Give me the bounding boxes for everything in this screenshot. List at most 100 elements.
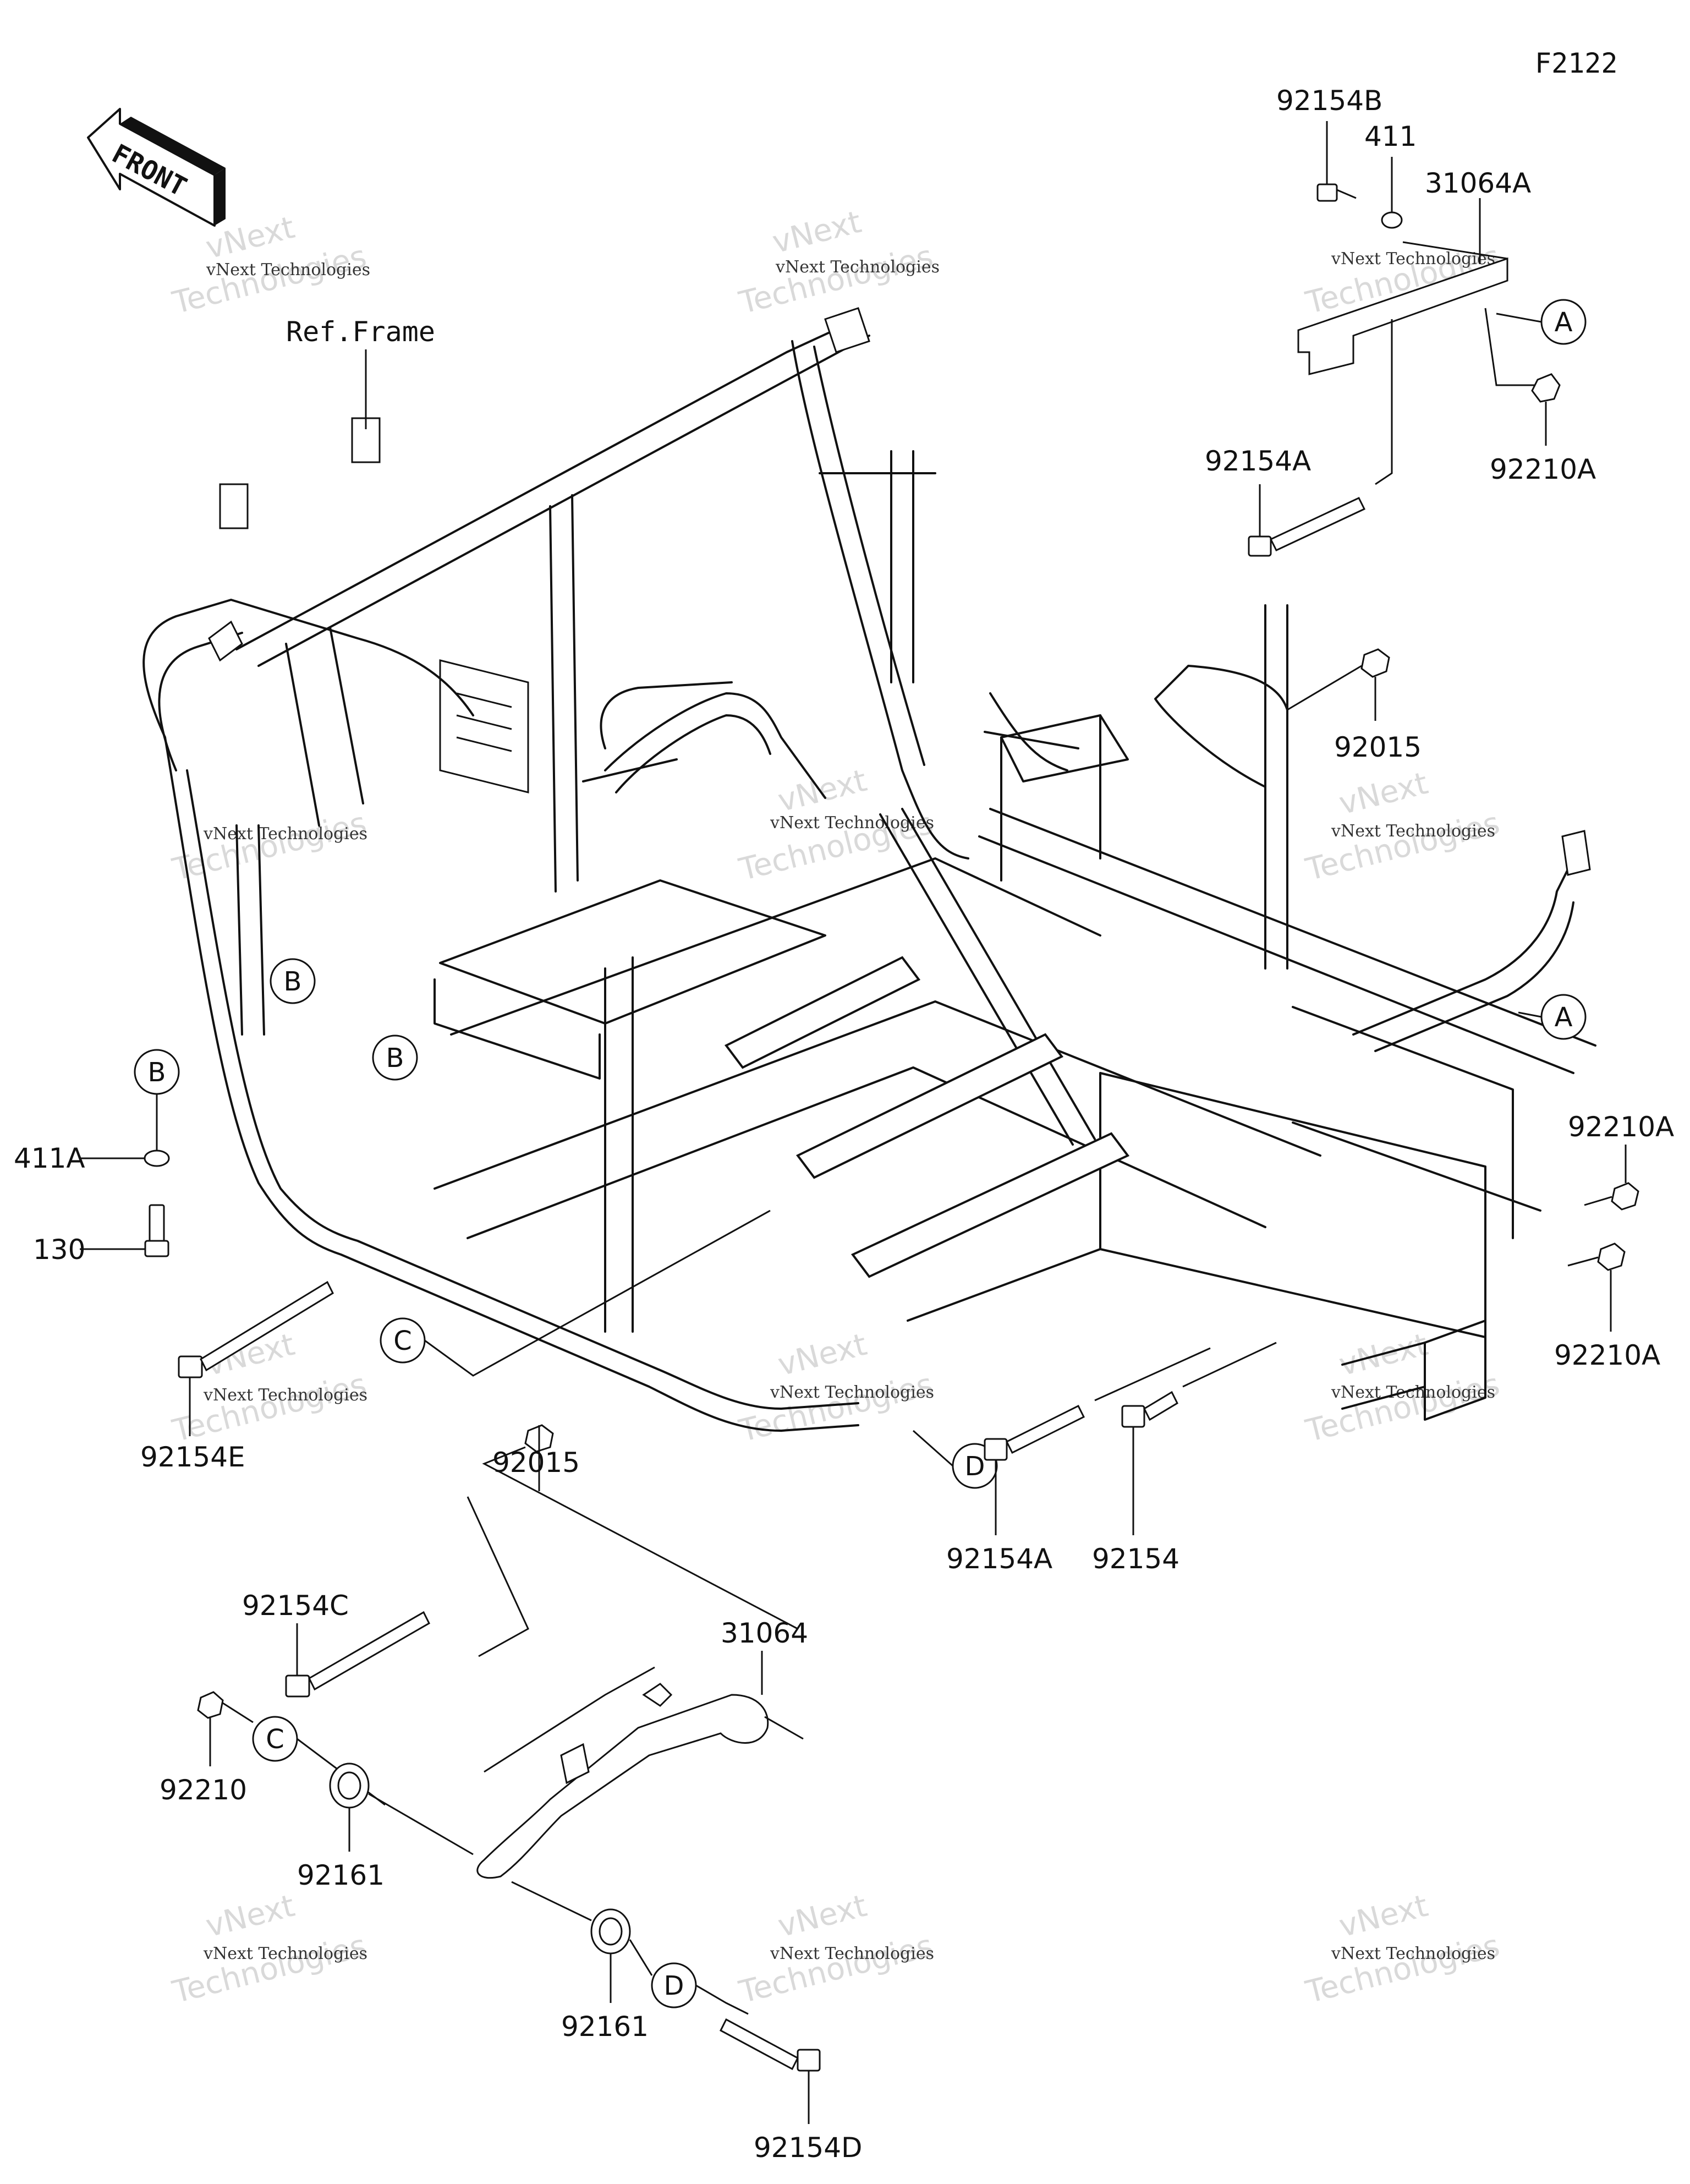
svg-text:vNext: vNext xyxy=(1336,1327,1431,1383)
bolt-92154c xyxy=(285,1611,430,1698)
svg-text:B: B xyxy=(148,1057,166,1088)
left-side-parts xyxy=(80,1150,334,1436)
svg-text:vNext Technologies: vNext Technologies xyxy=(1331,1383,1495,1402)
svg-text:vNext: vNext xyxy=(1336,1888,1431,1945)
part-number-labels: 92154B 411 31064A 92210A 92154A 92015 92… xyxy=(14,85,1674,2164)
svg-text:vNext Technologies: vNext Technologies xyxy=(203,824,367,844)
callout-a-right: A xyxy=(1540,994,1587,1040)
svg-text:Technologies: Technologies xyxy=(1302,1928,1504,2010)
label-92154c: 92154C xyxy=(242,1590,349,1622)
callout-a-top: A xyxy=(1540,299,1587,345)
bolt-130 xyxy=(80,1204,169,1257)
label-130: 130 xyxy=(33,1234,85,1266)
svg-text:B: B xyxy=(386,1043,404,1074)
watermark-top-center: Technologies vNext vNext Technologies xyxy=(736,204,940,321)
callout-d-bottom: D xyxy=(651,1962,697,2008)
label-411: 411 xyxy=(1364,121,1417,152)
svg-text:C: C xyxy=(393,1326,412,1356)
callout-c-frame: C xyxy=(380,1317,426,1364)
watermark-lower-left: Technologies vNext vNext Technologies xyxy=(169,1327,370,1449)
label-92210a-r2: 92210A xyxy=(1554,1339,1660,1371)
label-31064a: 31064A xyxy=(1425,167,1531,199)
label-92015-bottom: 92015 xyxy=(492,1447,580,1479)
svg-text:vNext: vNext xyxy=(775,1327,870,1383)
svg-text:vNext Technologies: vNext Technologies xyxy=(770,1944,934,1963)
svg-text:vNext Technologies: vNext Technologies xyxy=(203,1944,367,1963)
svg-text:vNext Technologies: vNext Technologies xyxy=(1331,822,1495,841)
ref-frame-label: Ref.Frame xyxy=(286,316,435,348)
callout-b-left1: B xyxy=(270,958,316,1004)
watermark-bottom-left: Technologies vNext vNext Technologies xyxy=(169,1888,370,2011)
bushing-92161-right xyxy=(511,1881,653,2003)
label-92210: 92210 xyxy=(160,1774,247,1806)
bottom-right-bolts xyxy=(984,1342,1277,1535)
washer-411 xyxy=(1381,157,1403,229)
label-411a: 411A xyxy=(14,1142,85,1174)
bolt-92154d xyxy=(720,2018,821,2124)
svg-text:vNext Technologies: vNext Technologies xyxy=(203,1386,367,1405)
watermark-mid-right: Technologies vNext vNext Technologies xyxy=(1302,765,1504,888)
svg-text:Technologies: Technologies xyxy=(169,1366,370,1449)
front-direction-arrow: FRONT xyxy=(87,108,226,227)
nut-92210a-top xyxy=(1531,373,1561,446)
svg-text:vNext: vNext xyxy=(769,204,865,261)
bolt-92154e xyxy=(178,1280,334,1436)
bracket-31064a xyxy=(1297,198,1540,386)
nut-92015-bottom xyxy=(467,1424,798,1657)
svg-text:B: B xyxy=(284,966,302,997)
lower-arm-assembly xyxy=(197,1424,821,2124)
main-frame-drawing xyxy=(142,307,1596,1432)
svg-text:Technologies: Technologies xyxy=(1302,805,1504,888)
nut-92015-right xyxy=(1287,648,1390,721)
svg-text:vNext Technologies: vNext Technologies xyxy=(206,260,370,280)
svg-text:C: C xyxy=(266,1724,284,1755)
label-92154a-bottom: 92154A xyxy=(946,1543,1052,1575)
svg-text:A: A xyxy=(1555,307,1573,338)
label-31064: 31064 xyxy=(721,1617,808,1649)
label-92154: 92154 xyxy=(1092,1543,1179,1575)
svg-text:vNext: vNext xyxy=(1336,765,1431,822)
svg-text:A: A xyxy=(1555,1002,1573,1033)
svg-text:Technologies: Technologies xyxy=(736,1928,937,2010)
rear-bracket-assembly xyxy=(1248,121,1561,557)
label-92154a-top: 92154A xyxy=(1205,445,1311,477)
nut-92210 xyxy=(197,1691,254,1766)
nut-92210a-r2 xyxy=(1567,1242,1626,1332)
svg-text:Technologies: Technologies xyxy=(736,238,937,321)
svg-text:vNext Technologies: vNext Technologies xyxy=(770,1383,934,1402)
watermark-top-left: Technologies vNext vNext Technologies xyxy=(169,210,370,321)
watermark-bottom-center: Technologies vNext vNext Technologies xyxy=(736,1888,937,2011)
svg-text:vNext Technologies: vNext Technologies xyxy=(1331,1944,1495,1963)
label-92210a-top: 92210A xyxy=(1490,453,1596,485)
svg-text:vNext: vNext xyxy=(202,1888,298,1945)
callout-circles: A A B B B C C D xyxy=(134,299,1587,2008)
label-92161-left: 92161 xyxy=(297,1859,385,1891)
callout-c-bottom: C xyxy=(252,1716,298,1762)
diagram-code: F2122 xyxy=(1535,47,1618,79)
label-92154b: 92154B xyxy=(1276,85,1382,117)
washer-411a xyxy=(80,1150,170,1167)
svg-text:vNext Technologies: vNext Technologies xyxy=(775,258,940,277)
callout-b-side: B xyxy=(134,1049,180,1095)
bolt-92154a-bottom xyxy=(984,1347,1211,1535)
watermark-bottom-right: Technologies vNext vNext Technologies xyxy=(1302,1888,1504,2011)
svg-text:D: D xyxy=(664,1970,684,2001)
svg-text:vNext: vNext xyxy=(775,763,870,819)
label-92210a-r1: 92210A xyxy=(1568,1111,1674,1143)
callout-b-left2: B xyxy=(372,1034,418,1081)
right-side-parts xyxy=(1287,648,1639,1332)
label-92161-right: 92161 xyxy=(561,2011,649,2043)
arm-31064 xyxy=(476,1651,804,1879)
bolt-92154b xyxy=(1316,121,1357,202)
bolt-92154a-top xyxy=(1248,319,1393,557)
svg-text:vNext: vNext xyxy=(775,1888,870,1945)
bolt-92154 xyxy=(1121,1342,1277,1535)
nut-92210a-r1 xyxy=(1584,1145,1639,1211)
watermark-lower-right: Technologies vNext vNext Technologies xyxy=(1302,1327,1504,1449)
label-92015-right: 92015 xyxy=(1334,731,1422,763)
callout-leaders xyxy=(156,313,1542,2015)
ref-frame-callout: Ref.Frame xyxy=(286,316,435,429)
svg-text:Technologies: Technologies xyxy=(169,1928,370,2010)
